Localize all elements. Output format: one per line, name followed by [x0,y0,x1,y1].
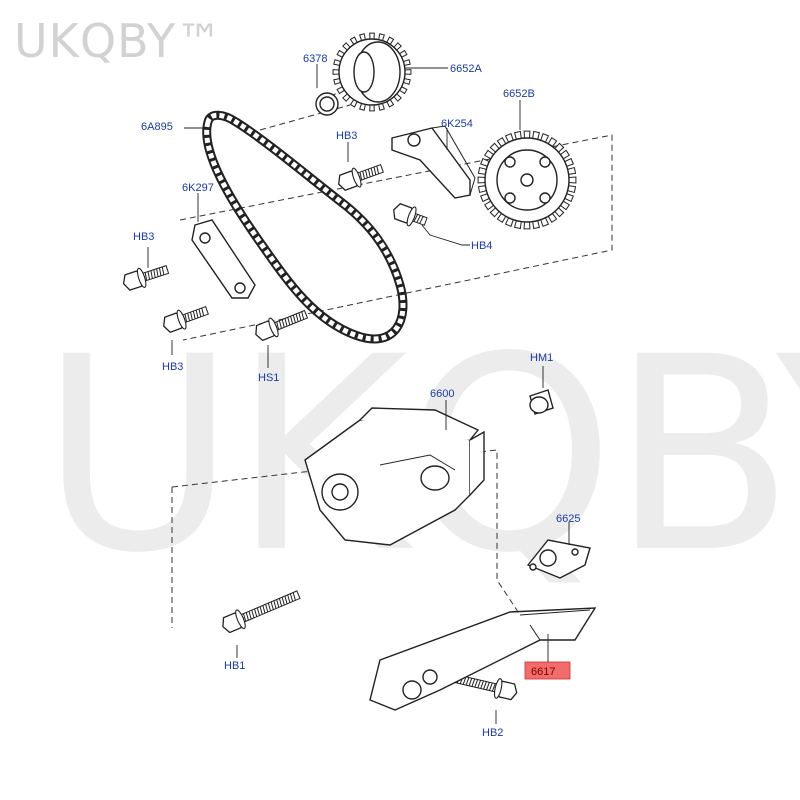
label-hb3-left[interactable]: HB3 [133,231,154,243]
label-hm1[interactable]: HM1 [530,352,553,364]
label-hb4[interactable]: HB4 [471,240,492,252]
pickup-tube-6617 [369,607,597,711]
leader-lines [147,64,570,724]
label-6625[interactable]: 6625 [556,513,580,525]
upper-assembly-frame [179,134,613,341]
label-6k297[interactable]: 6K297 [182,182,214,194]
label-6k254[interactable]: 6K254 [441,118,473,130]
chain-guide-6k297 [191,219,256,299]
label-6600[interactable]: 6600 [430,388,454,400]
bolt-hb1 [222,590,301,634]
bolt-hb3-top [338,163,384,192]
chain-tensioner-6k254 [391,125,476,199]
label-hb3-top[interactable]: HB3 [336,130,357,142]
sleeve-hm1 [529,389,554,415]
label-6652b[interactable]: 6652B [503,88,535,100]
bolt-hb4 [393,202,428,227]
timing-chain-6a895 [202,110,408,344]
bolt-hb3-bottom [163,305,209,334]
label-6a895[interactable]: 6A895 [141,121,173,133]
watermark-corner: UKQBY™ [14,14,224,68]
bolt-group [122,163,518,701]
highlight-box-6617 [524,661,571,680]
o-ring-6378 [315,92,339,116]
label-hs1[interactable]: HS1 [258,372,279,384]
bolt-hb3-left [122,265,170,291]
label-6378[interactable]: 6378 [303,53,327,65]
label-6617[interactable]: 6617 [531,666,555,678]
bolt-hs1 [255,309,309,342]
label-hb1[interactable]: HB1 [224,660,245,672]
center-line [259,83,363,131]
label-6652a[interactable]: 6652A [450,63,482,75]
gasket-6625 [526,539,591,579]
label-hb2[interactable]: HB2 [482,727,503,739]
sprocket-6652a [332,32,412,112]
oil-pump-6600 [304,407,485,546]
sprocket-6652b [477,130,577,230]
label-hb3-bottom[interactable]: HB3 [162,361,183,373]
